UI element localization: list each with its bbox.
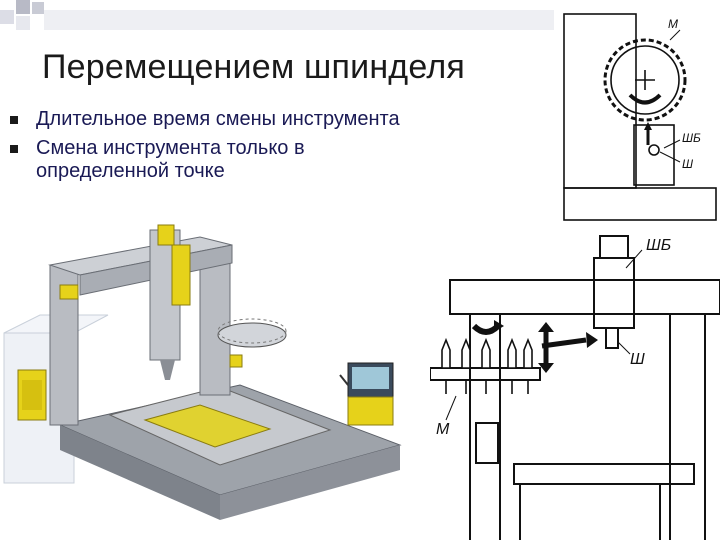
top-schematic: М ШБ Ш xyxy=(563,13,717,221)
bullet-square-icon xyxy=(10,116,18,124)
label-spindle-head-top: ШБ xyxy=(682,131,701,145)
header-decoration xyxy=(0,0,560,40)
bullet-square-icon xyxy=(10,145,18,153)
machine-illustration xyxy=(3,224,402,520)
bottom-schematic: ШБ Ш М xyxy=(430,235,720,540)
label-spindle-bottom: Ш xyxy=(630,351,645,368)
label-spindle-head-bottom: ШБ xyxy=(646,237,671,254)
label-magazine-bottom: М xyxy=(436,421,450,438)
bullet-item: Длительное время смены инструмента xyxy=(10,108,400,131)
bullet-list: Длительное время смены инструмента Смена… xyxy=(10,108,400,189)
slide-title: Перемещением шпинделя xyxy=(42,48,465,86)
bullet-item: Смена инструмента только в определенной … xyxy=(10,137,400,183)
label-magazine-top: М xyxy=(668,17,678,31)
label-spindle-top: Ш xyxy=(682,157,694,171)
